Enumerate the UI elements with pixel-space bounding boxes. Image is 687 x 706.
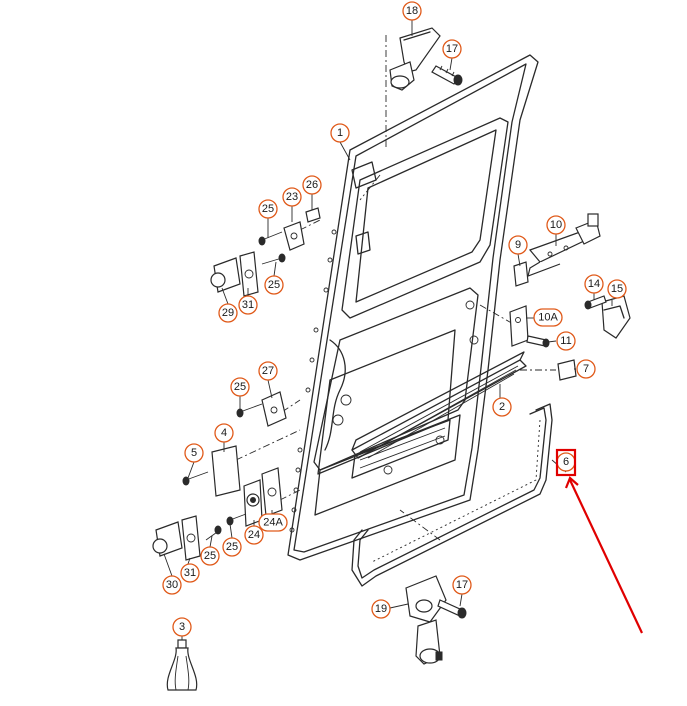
gasket-31b — [181, 515, 201, 561]
grease-bottle — [166, 639, 198, 691]
svg-text:29: 29 — [222, 307, 234, 319]
plate-24a — [261, 467, 283, 517]
svg-text:25: 25 — [234, 381, 246, 393]
guide-lines — [235, 35, 556, 541]
door-lock-assembly — [527, 213, 601, 277]
callout-18: 18 — [402, 1, 422, 21]
callout-25-a: 25 — [258, 199, 278, 219]
callout-10: 10 — [546, 215, 566, 235]
cover-4 — [211, 445, 241, 497]
screw-25c — [236, 403, 263, 418]
callout-25-e: 25 — [200, 546, 220, 566]
svg-text:5: 5 — [191, 447, 197, 459]
svg-text:17: 17 — [456, 579, 468, 591]
svg-text:31: 31 — [184, 567, 196, 579]
callout-2: 2 — [492, 397, 512, 417]
svg-text:25: 25 — [268, 279, 280, 291]
svg-text:10: 10 — [550, 219, 562, 231]
callout-17-upper: 17 — [442, 39, 462, 59]
callout-30: 30 — [162, 575, 182, 595]
callout-24: 24 — [244, 525, 264, 545]
callout-3: 3 — [172, 617, 192, 637]
leader-lines — [163, 20, 613, 640]
sticker-7 — [557, 359, 577, 381]
bolt-11 — [526, 335, 550, 348]
callout-31-b: 31 — [180, 563, 200, 583]
svg-text:24: 24 — [248, 529, 260, 541]
svg-text:11: 11 — [560, 335, 571, 347]
hinge-plate-23 — [283, 221, 305, 251]
gasket-31a — [239, 251, 259, 297]
sill-trim — [351, 351, 527, 459]
svg-text:7: 7 — [583, 363, 589, 375]
bolt-upper — [431, 65, 463, 86]
pin-26 — [305, 207, 321, 223]
callout-23: 23 — [282, 187, 302, 207]
callout-19: 19 — [371, 599, 391, 619]
callout-29: 29 — [218, 303, 238, 323]
svg-text:31: 31 — [242, 299, 254, 311]
lower-hinge — [405, 575, 447, 665]
highlight-box-6 — [555, 448, 577, 477]
svg-text:18: 18 — [406, 5, 418, 17]
screw-25b — [261, 253, 286, 265]
callout-15: 15 — [607, 279, 627, 299]
svg-text:10A: 10A — [538, 312, 558, 324]
callout-11: 11 — [556, 331, 576, 351]
callout-26: 26 — [302, 175, 322, 195]
highlight-arrow — [569, 479, 643, 634]
svg-text:30: 30 — [166, 579, 178, 591]
callout-25-d: 25 — [222, 537, 242, 557]
callout-4: 4 — [214, 423, 234, 443]
screw-25a — [258, 231, 283, 246]
callout-7: 7 — [576, 359, 596, 379]
svg-text:23: 23 — [286, 191, 298, 203]
screw-25d — [226, 513, 247, 526]
bracket-10a — [509, 305, 529, 347]
screw-25e — [205, 525, 222, 541]
bolt-lower — [437, 599, 467, 619]
callout-25-c: 25 — [230, 377, 250, 397]
clip-9 — [513, 261, 529, 287]
door-seal — [351, 403, 553, 587]
callout-25-b: 25 — [264, 275, 284, 295]
door-panel — [287, 54, 539, 561]
callout-17-lower: 17 — [452, 575, 472, 595]
callout-9: 9 — [508, 235, 528, 255]
svg-text:19: 19 — [375, 603, 387, 615]
svg-text:4: 4 — [221, 427, 227, 439]
callout-14: 14 — [584, 274, 604, 294]
svg-text:27: 27 — [262, 365, 274, 377]
screw-14 — [584, 295, 607, 310]
svg-text:25: 25 — [262, 203, 274, 215]
svg-text:14: 14 — [588, 278, 600, 290]
callout-5: 5 — [184, 443, 204, 463]
svg-text:1: 1 — [337, 127, 343, 139]
callout-31-a: 31 — [238, 295, 258, 315]
svg-text:24A: 24A — [263, 517, 283, 529]
svg-text:9: 9 — [515, 239, 521, 251]
svg-text:25: 25 — [226, 541, 238, 553]
svg-text:26: 26 — [306, 179, 318, 191]
callout-24a: 24A — [258, 513, 288, 532]
svg-text:3: 3 — [179, 621, 185, 633]
buffer-30 — [152, 521, 183, 557]
callout-6: 6 — [556, 452, 576, 472]
svg-text:6: 6 — [563, 456, 569, 468]
callouts: 18 17 1 26 23 25 25 31 29 10 9 14 15 10A… — [162, 1, 627, 637]
svg-text:15: 15 — [611, 283, 623, 295]
screw-5 — [182, 471, 209, 486]
highlight-annotation — [555, 448, 643, 634]
svg-text:25: 25 — [204, 550, 216, 562]
svg-text:17: 17 — [446, 43, 458, 55]
buffer-29 — [210, 257, 241, 293]
hinge-plate-27 — [261, 391, 287, 427]
svg-text:2: 2 — [499, 401, 505, 413]
callout-10a: 10A — [533, 308, 563, 327]
callout-27: 27 — [258, 361, 278, 381]
callout-1: 1 — [330, 123, 350, 143]
upper-hinge — [389, 27, 441, 91]
